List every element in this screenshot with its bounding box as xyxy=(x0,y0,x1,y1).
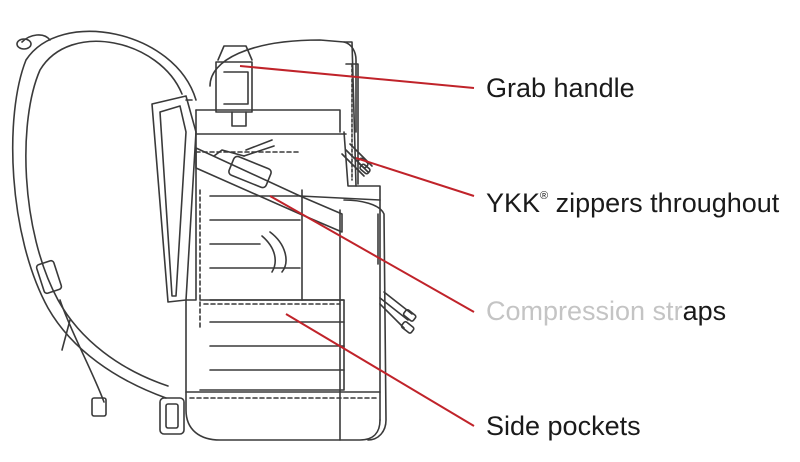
leader-line-compression-straps xyxy=(269,195,475,313)
compression-strap xyxy=(195,147,343,273)
side-pocket xyxy=(199,299,345,391)
back-panel xyxy=(151,95,197,303)
label-ykk-zippers: YKK® zippers throughout xyxy=(486,181,779,218)
label-side-pockets: Side pockets xyxy=(486,411,641,441)
leader-line-side-pockets xyxy=(285,313,475,427)
grab-handle xyxy=(215,45,253,127)
shoulder-strap xyxy=(11,30,197,417)
label-compression-faded: Compression str xyxy=(486,296,683,326)
leader-line-grab-handle xyxy=(239,65,475,89)
registered-mark: ® xyxy=(540,190,549,202)
label-ykk-brand: YKK xyxy=(486,188,541,218)
label-compression-dark: aps xyxy=(682,296,727,326)
label-grab-handle: Grab handle xyxy=(486,73,635,103)
leader-line-ykk-zippers xyxy=(355,157,475,197)
front-pocket xyxy=(299,41,387,441)
label-compression-straps: Compression straps xyxy=(486,296,726,326)
label-ykk-rest: zippers throughout xyxy=(548,188,780,218)
